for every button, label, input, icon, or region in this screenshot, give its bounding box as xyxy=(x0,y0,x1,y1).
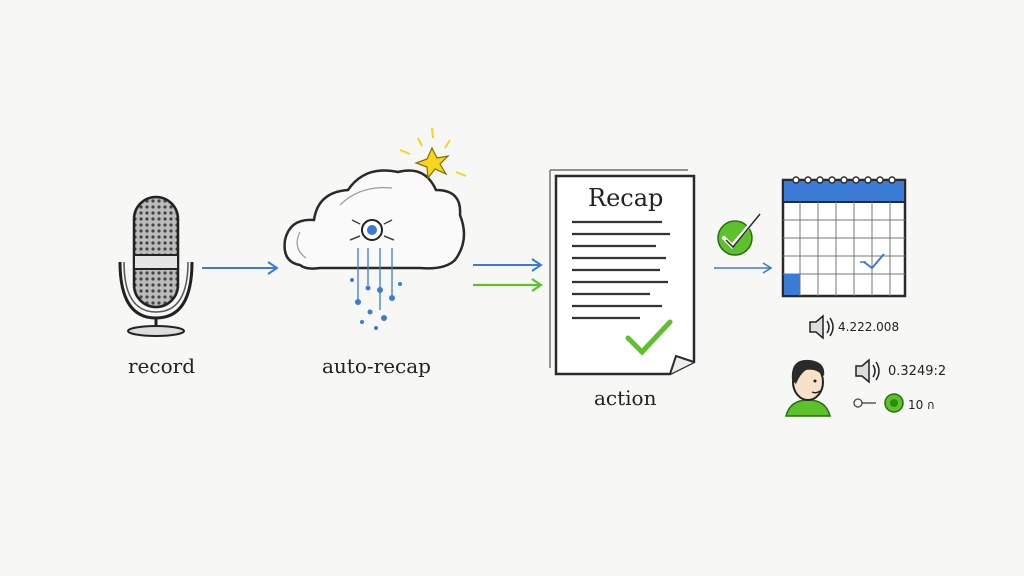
document-title: Recap xyxy=(588,184,664,212)
person-avatar-icon xyxy=(785,359,831,417)
arrow-cloud-to-recap xyxy=(473,258,543,292)
star-icon xyxy=(399,127,467,180)
microphone-icon xyxy=(118,195,194,337)
arrow-action-to-calendar xyxy=(714,262,773,274)
toggle-icon xyxy=(853,393,904,413)
volume-readout-2: 0.3249:2 xyxy=(888,364,947,379)
action-label: action xyxy=(594,386,657,410)
arrow-record-to-cloud xyxy=(202,261,279,275)
record-label: record xyxy=(128,354,196,378)
volume-readout-1: 4.222.008 xyxy=(838,320,900,334)
speaker-icon xyxy=(809,314,834,340)
calendar-icon xyxy=(781,176,907,298)
document-icon xyxy=(549,169,696,376)
speaker-icon xyxy=(855,358,880,384)
cloud-ai-icon xyxy=(283,169,466,330)
checkmark-icon xyxy=(717,213,761,256)
auto-recap-label: auto-recap xyxy=(322,354,431,378)
toggle-text: 10 ก xyxy=(908,398,935,412)
